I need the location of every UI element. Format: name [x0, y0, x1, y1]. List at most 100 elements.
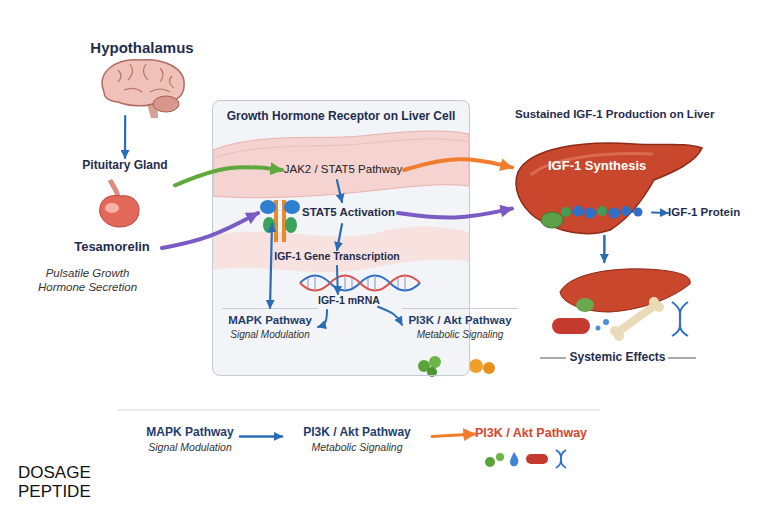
section-heading: Sustained IGF-1 Production on Liver: [515, 107, 740, 121]
receptor-step: STAT5 Activation: [258, 202, 398, 224]
systemic-illustration: [596, 326, 601, 331]
systemic-illustration: [672, 302, 688, 336]
pathway-step: PI3K / Akt PathwayMetabolic Signaling: [282, 425, 432, 463]
systemic-illustration: [618, 306, 654, 332]
brain-illustration: [118, 64, 174, 92]
pathway-step: PI3K / Akt Pathway: [475, 425, 600, 443]
node-text: PI3K / Akt Pathway: [282, 425, 432, 441]
flow-arrow: [162, 213, 258, 248]
bottom-icons: [496, 453, 504, 461]
flow-arrow: [652, 211, 668, 214]
mrna-label: IGF-1 mRNA: [318, 294, 378, 310]
bottom-icons: [526, 454, 548, 464]
flow-arrow: [124, 116, 126, 158]
cell-membrane: [213, 131, 469, 198]
molecule-cluster: [429, 356, 441, 368]
systemic-illustration: [603, 319, 609, 325]
protein-chain: [585, 208, 596, 219]
node-text: IGF-1 Synthesis: [548, 158, 652, 175]
node-text: PI3K / Akt Pathway: [402, 313, 518, 328]
divider-rule: [668, 358, 696, 359]
divider-rule: [118, 358, 696, 410]
pathway-step: JAK2 / STAT5 Pathway: [282, 160, 404, 180]
dna-helix: [300, 276, 420, 291]
node-text: STAT5 Activation: [302, 205, 398, 220]
edge-group: [125, 116, 668, 436]
flow-arrow: [337, 180, 342, 202]
cell-membrane: [213, 139, 469, 158]
pituitary-illustration: [100, 196, 139, 227]
brain-illustration: [102, 60, 184, 118]
protein-chain: [597, 206, 607, 216]
cell-membrane: [213, 227, 469, 273]
node-text: Growth Hormone Receptor on Liver Cell: [213, 109, 469, 125]
drug-label: Tesamorelin: [62, 238, 162, 258]
bottom-icons: [510, 452, 518, 466]
divider-rule: [540, 358, 566, 359]
systemic-illustration: [560, 269, 690, 312]
receptor-illustration: [260, 200, 276, 214]
molecule-cluster: [469, 359, 483, 373]
watermark-text: PEPTIDE: [18, 481, 138, 502]
flow-arrow: [432, 434, 475, 436]
node-text: Signal Modulation: [140, 441, 240, 455]
dna-helix: [300, 276, 420, 291]
brain-region: Hypothalamus: [72, 38, 212, 116]
protein-chain: [621, 206, 631, 216]
watermark-text: DOSAGE: [18, 462, 138, 483]
flow-arrow: [336, 266, 339, 294]
pathway-step: IGF-1 Gene Transcription: [262, 250, 412, 266]
node-text: PI3K / Akt Pathway: [475, 425, 600, 441]
node-text: MAPK Pathway: [222, 313, 318, 328]
node-text: MAPK Pathway: [140, 425, 240, 441]
node-text: IGF-1 Gene Transcription: [262, 250, 412, 264]
organ-shape: [541, 212, 563, 228]
cell-panel: Growth Hormone Receptor on Liver CellJAK…: [212, 100, 470, 376]
node-text: Systemic Effects: [535, 350, 700, 366]
protein-chain: [561, 206, 643, 219]
receptor-illustration: [284, 200, 300, 214]
organ-shape: [532, 154, 652, 174]
node-text: Metabolic Signaling: [282, 441, 432, 455]
receptor-illustration: [285, 217, 297, 233]
flow-arrow: [240, 435, 282, 438]
protein-chain: [573, 206, 584, 217]
organ-shape: [516, 143, 702, 234]
flow-arrow: [378, 307, 402, 325]
systemic-illustration: [614, 331, 624, 341]
pituitary-illustration: [100, 180, 139, 227]
flow-arrow: [318, 310, 327, 327]
node-text: IGF-1 Protein: [668, 205, 748, 220]
bottom-icons: [485, 457, 495, 467]
annotation-note: Pulsatile Growth Hormone Secretion: [25, 266, 150, 295]
bottom-icons: [485, 450, 566, 468]
molecule-cluster: [483, 362, 495, 374]
node-text: Pituitary Gland: [75, 158, 175, 174]
effects-region: Systemic Effects: [535, 262, 700, 366]
brain-illustration: [153, 96, 179, 112]
node-text: Metabolic Signaling: [402, 328, 518, 341]
node-text: Tesamorelin: [62, 239, 162, 256]
flow-arrow: [175, 167, 282, 185]
flow-arrow: [404, 159, 512, 170]
protein-chain: [609, 208, 620, 219]
node-text: JAK2 / STAT5 Pathway: [282, 162, 404, 177]
node-text: Signal Modulation: [222, 328, 318, 341]
liver-organ: IGF-1 Synthesis: [512, 138, 652, 236]
protein-chain: [562, 211, 640, 213]
receptor-illustration: [263, 217, 275, 233]
dna-helix: [300, 276, 420, 291]
protein-chain: [561, 207, 571, 217]
cell-membrane: [213, 131, 469, 272]
flow-arrow: [337, 224, 342, 250]
pathway-box: PI3K / Akt PathwayMetabolic Signaling: [402, 308, 518, 350]
organ-shape: [512, 138, 652, 236]
systemic-illustration: [552, 318, 590, 334]
systemic-illustration: [654, 302, 664, 312]
node-text: Hypothalamus: [72, 38, 212, 58]
flow-arrow: [398, 209, 512, 218]
systemic-illustration: [552, 269, 690, 341]
